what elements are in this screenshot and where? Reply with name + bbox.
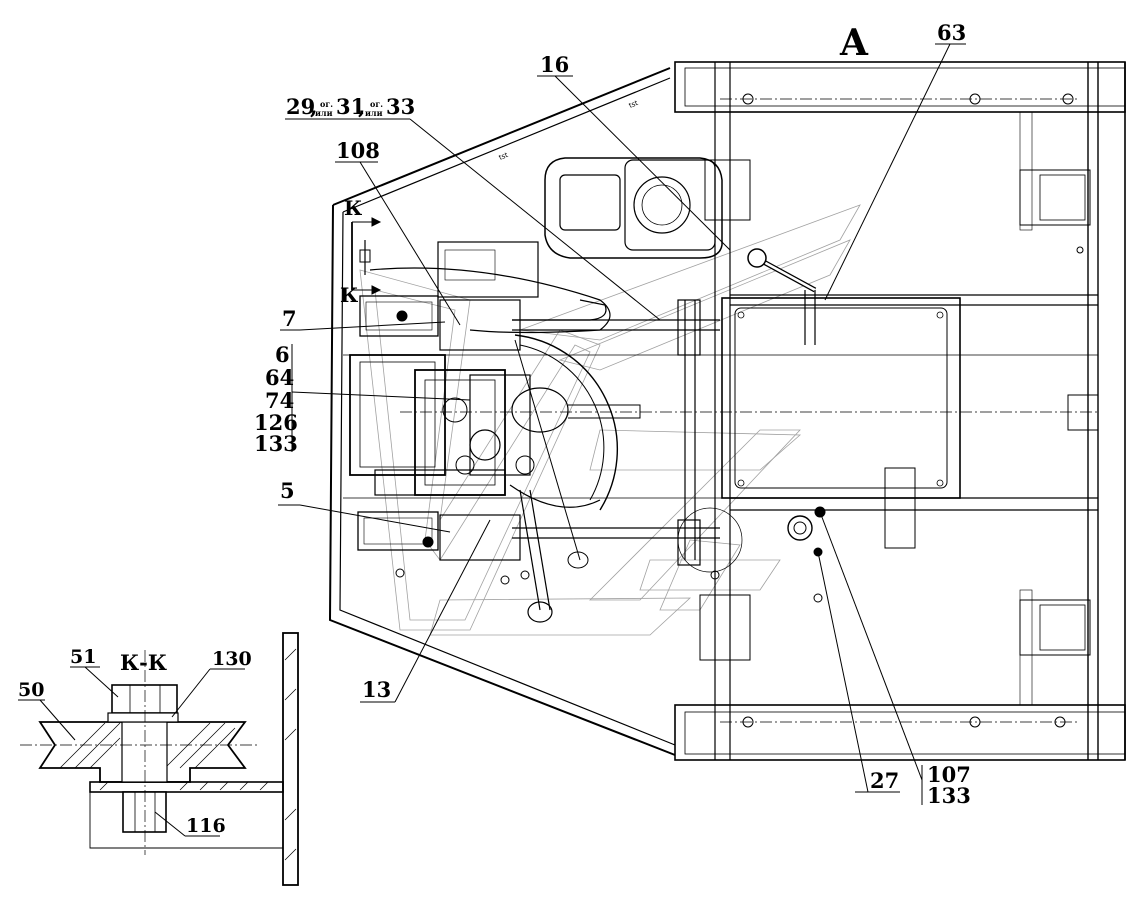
frame-outline xyxy=(328,61,1126,761)
callout-27: 27 xyxy=(870,768,899,793)
callout-74: 74 xyxy=(265,388,294,413)
callout-og-2: ог. xyxy=(370,99,383,109)
callout-ili-2: или xyxy=(365,108,383,118)
seat xyxy=(544,157,723,259)
section-k-k-title: К-К xyxy=(120,650,167,675)
callout-130: 130 xyxy=(212,648,252,670)
callout-5: 5 xyxy=(280,478,295,503)
callout-63: 63 xyxy=(937,20,966,45)
callout-og-1: ог. xyxy=(320,99,333,109)
callout-133-right: 133 xyxy=(927,783,971,808)
pedals xyxy=(357,241,611,561)
control-block xyxy=(349,354,535,496)
callout-64: 64 xyxy=(265,365,294,390)
callout-7: 7 xyxy=(282,306,297,331)
callout-13: 13 xyxy=(362,677,391,702)
callout-33: 33 xyxy=(386,94,415,119)
section-k-k-detail xyxy=(18,632,299,886)
frame-watermark-1: tst xyxy=(498,151,510,162)
callout-50: 50 xyxy=(18,679,44,701)
callout-ili-1: или xyxy=(315,108,333,118)
callout-comma-2: , xyxy=(358,94,365,119)
section-marker-k xyxy=(351,217,382,295)
floor-hatch xyxy=(721,297,961,549)
fasteners xyxy=(395,246,1084,585)
callout-comma-1: , xyxy=(310,94,317,119)
section-k-top: К xyxy=(344,196,362,220)
linkages xyxy=(512,248,826,623)
section-k-bottom: К xyxy=(340,283,358,307)
frame-watermark-2: tst xyxy=(628,99,640,110)
callout-126: 126 xyxy=(254,410,298,435)
callout-31: 31 xyxy=(336,94,365,119)
callout-108: 108 xyxy=(336,138,380,163)
callout-29: 29 xyxy=(286,94,315,119)
view-title: A xyxy=(839,22,869,64)
callout-51: 51 xyxy=(70,646,96,668)
callout-133-left: 133 xyxy=(254,431,298,456)
callout-116: 116 xyxy=(186,815,226,837)
callout-6: 6 xyxy=(275,342,290,367)
leader-lines xyxy=(278,43,966,805)
callout-107: 107 xyxy=(927,762,971,787)
callout-16: 16 xyxy=(540,52,569,77)
